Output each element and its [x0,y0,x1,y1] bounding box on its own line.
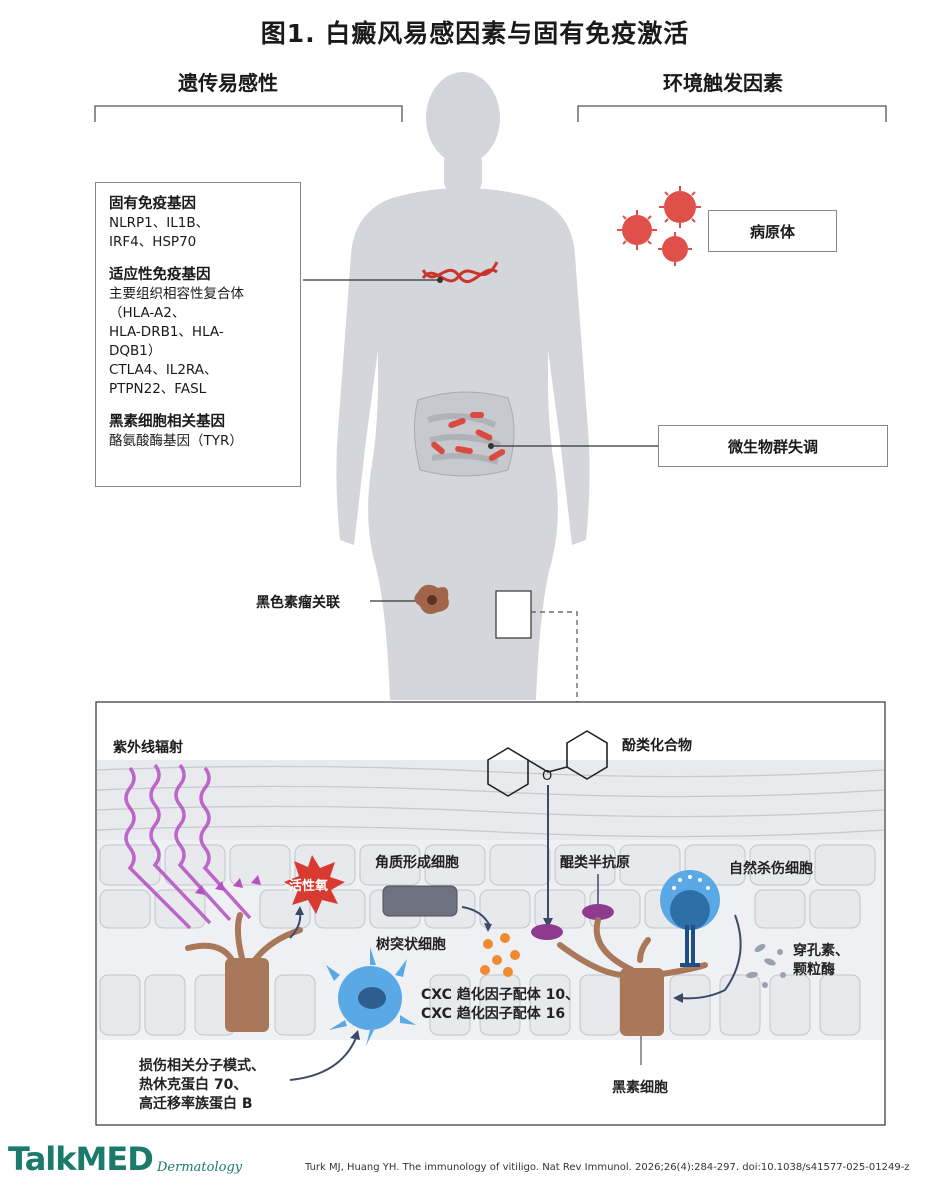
gene-line: PTPN22、FASL [109,381,207,397]
dendritic-cell [326,947,416,1046]
uv-label: 紫外线辐射 [113,740,183,756]
pathogen-icon [617,186,701,266]
gene-line: HLA-DRB1、HLA- [109,324,224,340]
melanocyte-right [557,917,708,1036]
melanoma-icon [414,584,449,614]
cxcl-line: CXC 趋化因子配体 16 [421,1006,566,1022]
keratinocyte-cell [382,885,458,917]
svg-text:O: O [542,769,552,784]
melanocyte-genes-heading: 黑素细胞相关基因 [109,414,225,430]
gene-line: 主要组织相容性复合体 [109,286,244,302]
dendritic-label: 树突状细胞 [376,937,446,953]
uv-rays-icon [124,763,252,930]
perforin-label: 穿孔素、 颗粒酶 [793,942,849,980]
hapten-dot [531,924,563,940]
ros-burst [284,855,345,914]
melanocyte-genes-section: 黑素细胞相关基因 酪氨酸酶基因（TYR） [109,413,300,451]
genetic-susceptibility-heading: 遗传易感性 [178,71,278,95]
keratinocyte-label: 角质形成细胞 [375,855,459,871]
citation: Turk MJ, Huang YH. The immunology of vit… [305,1162,910,1173]
pathogen-box: 病原体 [708,210,837,252]
gene-line: DQB1） [109,343,162,359]
chemokine-dots [480,933,520,977]
hapten-dot [582,904,614,920]
innate-genes-heading: 固有免疫基因 [109,196,196,212]
perforin-line: 穿孔素、 [793,943,849,959]
damps-line: 损伤相关分子模式、 [139,1058,265,1074]
gene-list-box: 固有免疫基因 NLRP1、IL1B、 IRF4、HSP70 适应性免疫基因 主要… [95,182,301,487]
gene-line: （HLA-A2、 [109,305,186,321]
nk-cell [660,870,720,967]
brand-subtitle: Dermatology [157,1160,243,1175]
damps-label: 损伤相关分子模式、 热休克蛋白 70、 高迁移率族蛋白 B [139,1057,265,1114]
cxcl-line: CXC 趋化因子配体 10、 [421,987,580,1003]
adaptive-genes-section: 适应性免疫基因 主要组织相容性复合体 （HLA-A2、 HLA-DRB1、HLA… [109,266,300,399]
body-silhouette [336,72,590,700]
dysbiosis-box: 微生物群失调 [658,425,888,467]
intestine-icon [413,391,515,477]
nk-label: 自然杀伤细胞 [729,861,813,877]
damps-line: 热休克蛋白 70、 [139,1077,248,1093]
ros-label: 活性氧 [289,879,329,894]
dna-icon [421,261,499,284]
phenol-label: 酚类化合物 [622,738,692,754]
cxcl-label: CXC 趋化因子配体 10、 CXC 趋化因子配体 16 [421,986,579,1024]
adaptive-genes-heading: 适应性免疫基因 [109,267,211,283]
melanoma-label: 黑色素瘤关联 [256,595,340,611]
environmental-triggers-heading: 环境触发因素 [663,71,783,95]
phenol-molecule [487,730,608,797]
melanocyte-label: 黑素细胞 [612,1080,668,1096]
perforin-line: 颗粒酶 [793,962,835,978]
gene-line: 酪氨酸酶基因（TYR） [109,433,243,449]
damps-line: 高迁移率族蛋白 B [139,1096,253,1112]
gene-line: CTLA4、IL2RA、 [109,362,218,378]
hapten-label: 醌类半抗原 [560,855,630,871]
figure-title: 图1. 白癜风易感因素与固有免疫激活 [260,19,690,48]
zoom-box [495,590,532,639]
gene-line: IRF4、HSP70 [109,234,197,250]
brand-logo: TalkMED [8,1140,154,1178]
innate-genes-section: 固有免疫基因 NLRP1、IL1B、 IRF4、HSP70 [109,195,300,252]
gene-line: NLRP1、IL1B、 [109,215,210,231]
